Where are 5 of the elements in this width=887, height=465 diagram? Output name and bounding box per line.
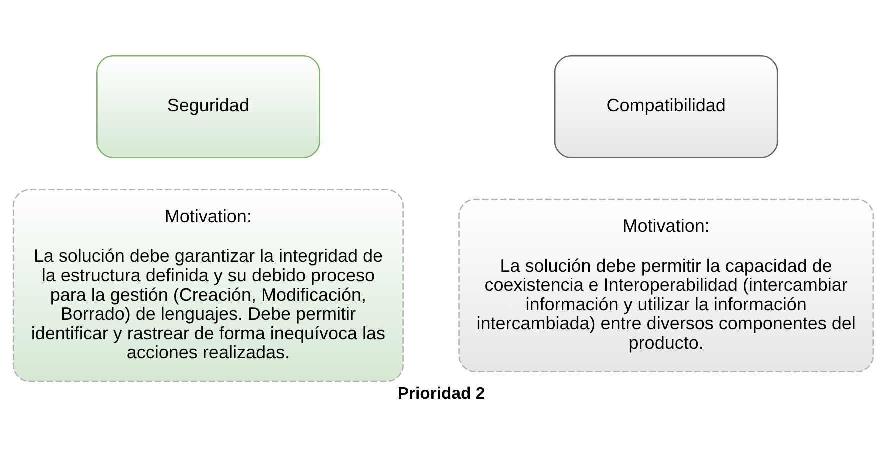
node-box: Motivation: La solución debe permitir la capacidad de coexistencia e Interoperabilidad (intercambiar información y utilizar la información intercambiada) entre diversos componentes del producto. [458,198,874,372]
node-box: Seguridad [96,55,320,158]
node-box: Motivation: La solución debe garantizar la integridad de la estructura definida y su debido proceso para la gestión (Creación, Modificación, Borrado) de lenguajes. Debe permitir identificar y rastrear de forma inequívoca las acciones realizadas. [12,188,404,382]
node-box: Compatibilidad [554,55,778,158]
caption: Prioridad 2 [398,383,486,402]
